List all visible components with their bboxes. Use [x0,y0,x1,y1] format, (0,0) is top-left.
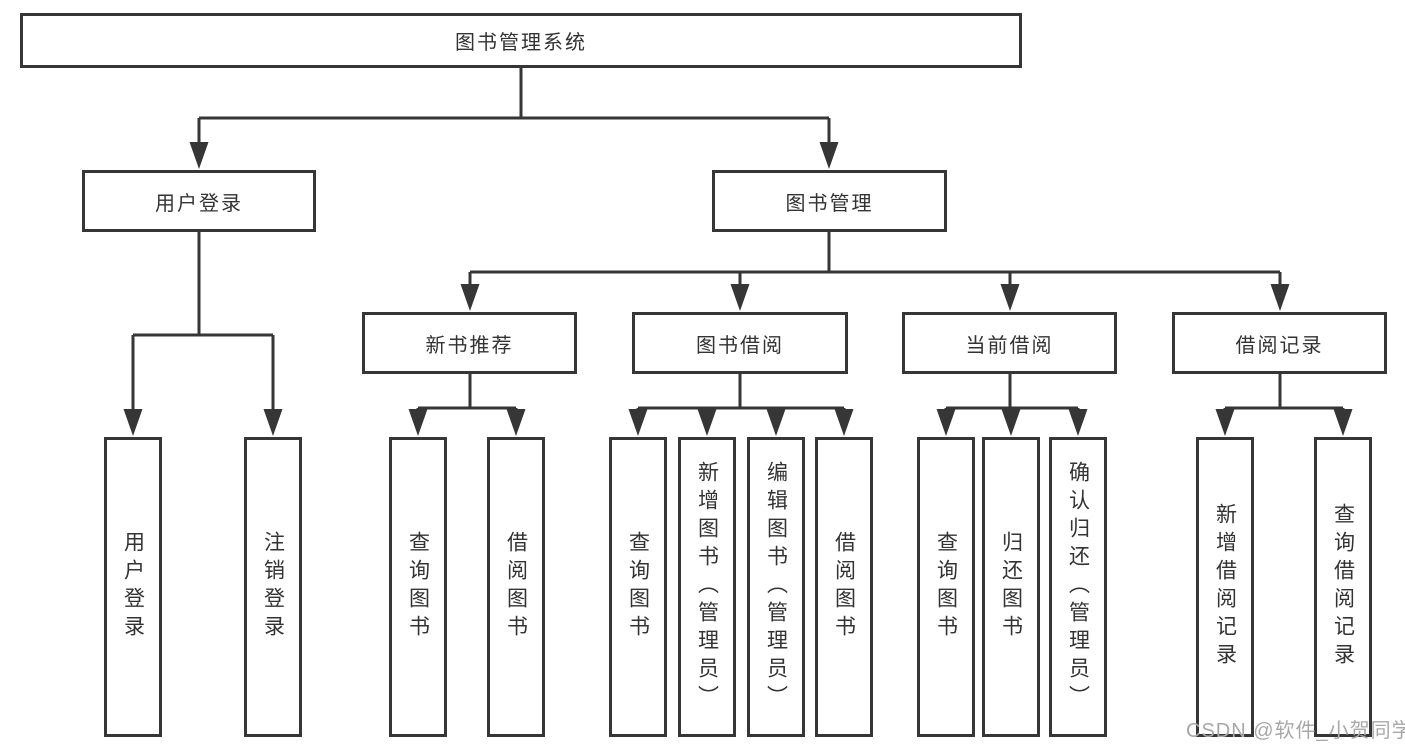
leaf-rec-query-book: 查询图书 [389,437,447,737]
leaf-rec-query-book-label: 查询图书 [406,531,430,643]
leaf-bb-borrow-book-label: 借阅图书 [832,531,856,643]
arrow-down-icon [766,409,786,436]
arrow-down-icon [936,409,956,436]
node-book-borrowing-label: 图书借阅 [696,334,784,357]
leaf-cb-query-book-label: 查询图书 [934,531,958,643]
arrow-down-icon [819,142,839,169]
leaf-logout: 注销登录 [244,437,302,737]
leaf-br-query-record: 查询借阅记录 [1314,437,1372,737]
leaf-cb-query-book: 查询图书 [917,437,975,737]
leaf-cb-return-book-label: 归还图书 [999,531,1023,643]
watermark: CSDN @软件_小贺同学 [1186,720,1405,742]
arrow-down-icon [263,409,283,436]
arrow-down-icon [123,409,143,436]
arrow-down-icon [730,284,750,311]
node-user-login: 用户登录 [82,170,316,232]
leaf-cb-return-book: 归还图书 [982,437,1040,737]
leaf-cb-confirm-return-label: 确认归还（管理员） [1066,461,1090,713]
leaf-user-login: 用户登录 [104,437,162,737]
leaf-user-login-label: 用户登录 [121,531,145,643]
arrow-down-icon [628,409,648,436]
node-book-management: 图书管理 [712,170,947,232]
arrowheads [123,142,1353,436]
leaf-bb-edit-book: 编辑图书（管理员） [747,437,805,737]
leaf-br-add-record-label: 新增借阅记录 [1213,503,1237,671]
arrow-down-icon [408,409,428,436]
arrow-down-icon [460,284,480,311]
leaf-cb-confirm-return: 确认归还（管理员） [1049,437,1107,737]
node-root-label: 图书管理系统 [455,32,587,54]
leaf-bb-add-book-label: 新增图书（管理员） [695,461,719,713]
arrow-down-icon [1270,284,1290,311]
node-book-management-label: 图书管理 [785,192,874,215]
leaf-bb-borrow-book: 借阅图书 [815,437,873,737]
node-new-book-recommendation-label: 新书推荐 [425,334,514,357]
leaf-bb-query-book-label: 查询图书 [626,531,650,643]
arrow-down-icon [1068,409,1088,436]
leaf-bb-query-book: 查询图书 [609,437,667,737]
node-user-login-label: 用户登录 [155,192,243,215]
leaf-bb-edit-book-label: 编辑图书（管理员） [764,461,788,713]
arrow-down-icon [1000,284,1020,311]
leaf-br-query-record-label: 查询借阅记录 [1331,503,1355,671]
arrow-down-icon [189,142,209,169]
leaf-br-add-record: 新增借阅记录 [1196,437,1254,737]
leaf-rec-borrow-book-label: 借阅图书 [504,531,528,643]
node-current-borrowing-label: 当前借阅 [965,334,1054,357]
arrow-down-icon [697,409,717,436]
arrow-down-icon [1001,409,1021,436]
leaf-rec-borrow-book: 借阅图书 [487,437,545,737]
arrow-down-icon [834,409,854,436]
node-new-book-recommendation: 新书推荐 [362,312,577,374]
node-root: 图书管理系统 [20,13,1022,68]
node-current-borrowing: 当前借阅 [902,312,1117,374]
node-borrowing-record-label: 借阅记录 [1235,334,1324,357]
leaf-bb-add-book: 新增图书（管理员） [678,437,736,737]
node-borrowing-record: 借阅记录 [1172,312,1387,374]
arrow-down-icon [506,409,526,436]
arrow-down-icon [1215,409,1235,436]
node-book-borrowing: 图书借阅 [632,312,848,374]
leaf-logout-label: 注销登录 [261,531,285,643]
arrow-down-icon [1333,409,1353,436]
